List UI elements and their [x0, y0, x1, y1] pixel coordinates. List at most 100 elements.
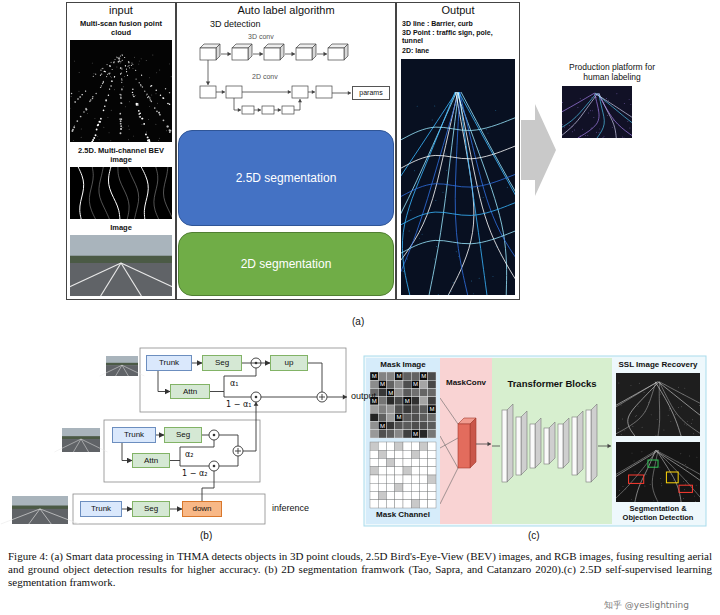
point — [662, 457, 664, 459]
point — [421, 233, 423, 235]
box-label: Seg — [135, 504, 167, 514]
point — [641, 426, 643, 428]
point — [414, 170, 416, 172]
road-trace — [656, 450, 700, 502]
point — [419, 238, 421, 240]
channel-cell — [428, 442, 436, 450]
point — [128, 65, 129, 66]
lane-line — [29, 509, 40, 524]
point — [121, 78, 122, 79]
lane-line — [81, 439, 108, 452]
channel-cell — [387, 475, 395, 483]
result-image: Segmentation & Objection Detection — [612, 440, 704, 524]
panel-label: (a) — [352, 316, 364, 328]
point — [684, 489, 686, 491]
mask-cell — [428, 422, 436, 430]
point — [113, 89, 115, 91]
point — [696, 456, 698, 458]
point — [632, 426, 634, 428]
block-side — [577, 411, 583, 475]
point — [97, 124, 99, 126]
point — [147, 140, 149, 142]
road-trace — [635, 450, 656, 502]
point — [91, 141, 93, 142]
road-trace — [598, 93, 632, 138]
road-trace — [455, 92, 467, 295]
channel-cell — [428, 467, 436, 475]
point — [670, 421, 672, 423]
mask-token: M — [411, 430, 419, 438]
point — [622, 136, 624, 138]
point — [410, 209, 412, 211]
channel-cell — [411, 475, 419, 483]
point — [109, 88, 110, 89]
point — [645, 474, 647, 476]
point — [100, 87, 101, 88]
point — [127, 75, 128, 76]
point — [110, 109, 112, 111]
point — [683, 498, 685, 500]
mask-cell — [395, 397, 403, 405]
point — [113, 62, 115, 64]
point — [71, 93, 72, 94]
point — [156, 111, 158, 113]
signal-wire — [243, 402, 256, 451]
point — [147, 136, 149, 138]
platform-heading: Production platform for human labeling — [556, 62, 668, 82]
kernel-side — [470, 418, 476, 468]
image-panel: 2.5D. Multi-channel BEV image — [70, 145, 172, 219]
point — [159, 114, 161, 116]
tree-line — [12, 506, 68, 510]
point — [96, 129, 98, 131]
point — [590, 127, 592, 129]
downsample-box: down — [182, 501, 222, 517]
signal-wire — [219, 456, 238, 466]
maskconv-stage: MaskConv — [440, 358, 492, 524]
channel-cell — [420, 459, 428, 467]
point — [668, 408, 670, 410]
point — [625, 488, 627, 490]
box-label: up — [273, 358, 305, 368]
point — [686, 424, 688, 426]
mask-cell — [395, 380, 403, 388]
point — [101, 73, 102, 74]
point — [90, 99, 92, 101]
point — [599, 128, 601, 130]
point — [585, 135, 587, 137]
mask-cell — [387, 413, 395, 421]
point — [105, 71, 106, 72]
point — [169, 63, 171, 65]
upsample-box: up — [270, 355, 308, 371]
mask-token: M — [395, 413, 403, 421]
module-heading: 3D detection — [210, 19, 320, 30]
panel-heading: Auto label algorithm — [177, 4, 395, 17]
conv-block — [262, 106, 274, 114]
image-ground — [562, 86, 632, 138]
point — [470, 280, 472, 282]
point — [93, 73, 95, 75]
point — [631, 452, 633, 454]
weight-label: α₂ — [185, 450, 193, 460]
signal-wire — [224, 368, 256, 392]
block-front — [530, 424, 535, 468]
point — [148, 96, 149, 97]
point — [72, 129, 74, 131]
point — [434, 258, 436, 260]
point — [155, 90, 156, 91]
point — [624, 430, 626, 432]
multiply-dot — [213, 465, 216, 468]
channel-cell — [387, 442, 395, 450]
conv-block — [242, 106, 254, 114]
ramp-trace — [401, 118, 515, 140]
point — [678, 386, 680, 388]
lane-trace — [89, 167, 95, 219]
channel-cell — [387, 492, 395, 500]
channel-cell — [420, 475, 428, 483]
point — [145, 60, 147, 62]
lane-trace — [99, 167, 109, 219]
sum-symbol — [233, 446, 243, 456]
point — [114, 76, 115, 77]
point — [109, 73, 110, 74]
channel-cell — [411, 500, 419, 508]
cube-front — [200, 48, 216, 60]
